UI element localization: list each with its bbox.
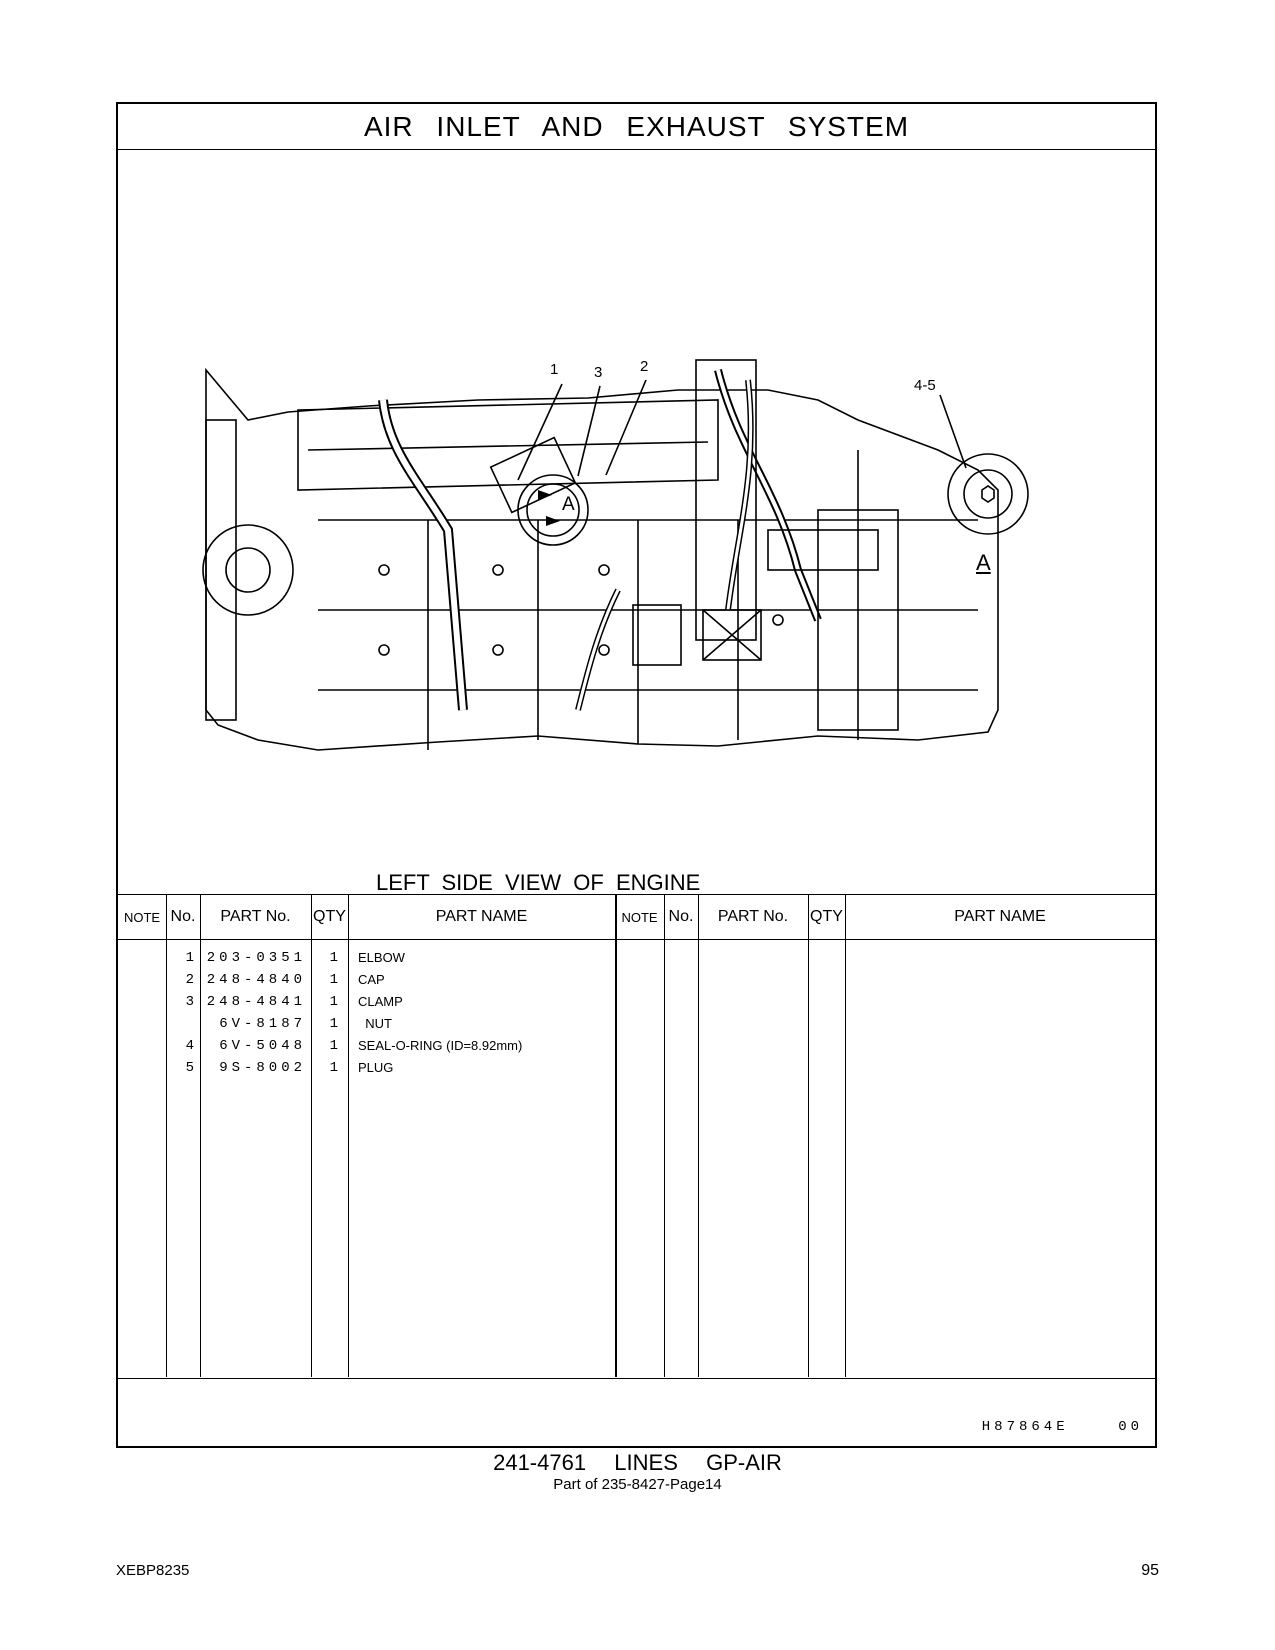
header-part-name-right: PART NAME — [954, 908, 1046, 925]
quantity: 1 — [329, 1060, 338, 1076]
table-row: 3 248-4841 1 CLAMP — [118, 991, 615, 1013]
header-note-right: NOTE — [621, 909, 658, 925]
part-name: SEAL-O-RING (ID=8.92mm) — [358, 1038, 523, 1053]
quantity: 1 — [329, 1038, 338, 1054]
callout-4-5: 4-5 — [914, 377, 936, 394]
quantity: 1 — [329, 972, 338, 988]
quantity: 1 — [329, 994, 338, 1010]
row-number: 5 — [185, 1060, 194, 1076]
document-id: XEBP8235 — [116, 1562, 190, 1579]
parts-page-frame: AIR INLET AND EXHAUST SYSTEM — [116, 102, 1157, 1448]
part-number: 248-4840 — [206, 972, 306, 988]
table-row: 6V-8187 1 NUT — [118, 1013, 615, 1035]
callout-3: 3 — [594, 364, 603, 381]
part-number: 6V-8187 — [219, 1016, 306, 1032]
view-caption: LEFT SIDE VIEW OF ENGINE — [376, 870, 701, 895]
engine-drawing — [202, 359, 1029, 751]
header-part-no-right: PART No. — [717, 908, 789, 925]
row-number: 2 — [185, 972, 194, 988]
part-name: PLUG — [358, 1060, 394, 1075]
header-note-left: NOTE — [123, 909, 161, 925]
callout-1: 1 — [550, 361, 559, 378]
table-row: 5 9S-8002 1 PLUG — [118, 1057, 615, 1079]
row-number: 4 — [185, 1038, 194, 1054]
group-subtitle: Part of 235-8427-Page14 — [553, 1476, 722, 1493]
header-no-left: No. — [170, 908, 196, 925]
row-number: 1 — [185, 950, 194, 966]
callout-2: 2 — [640, 358, 649, 375]
part-number: 248-4841 — [206, 994, 306, 1010]
row-number: 3 — [185, 994, 194, 1010]
part-number: 9S-8002 — [219, 1060, 306, 1076]
header-qty-right: QTY — [810, 908, 843, 925]
engine-illustration: 1 3 2 4-5 A A LEFT SIDE VIEW OF ENGINE — [118, 150, 1155, 895]
page-number: 95 — [1141, 1562, 1159, 1579]
part-name: ELBOW — [358, 950, 405, 965]
part-name: NUT — [358, 1016, 392, 1031]
part-number: 203-0351 — [206, 950, 306, 966]
part-number: 6V-5048 — [219, 1038, 306, 1054]
part-name: CAP — [358, 972, 385, 987]
table-row: 2 248-4840 1 CAP — [118, 969, 615, 991]
table-row: 4 6V-5048 1 SEAL-O-RING (ID=8.92mm) — [118, 1035, 615, 1057]
group-title: 241-4761 LINES GP-AIR — [493, 1450, 782, 1475]
table-row: 1 203-0351 1 ELBOW — [118, 947, 615, 969]
header-qty-left: QTY — [313, 908, 346, 925]
part-name: CLAMP — [358, 994, 403, 1009]
quantity: 1 — [329, 950, 338, 966]
parts-table: NOTE No. PART No. QTY PART NAME NOTE No.… — [118, 894, 1155, 1378]
detail-label-a: A — [976, 550, 991, 575]
header-part-no-left: PART No. — [220, 908, 291, 925]
page-title: AIR INLET AND EXHAUST SYSTEM — [118, 104, 1155, 150]
detail-marker-a: A — [562, 494, 575, 515]
header-part-name-left: PART NAME — [435, 908, 528, 925]
illustration-code-area: H87864E 00 — [118, 1378, 1155, 1448]
quantity: 1 — [329, 1016, 338, 1032]
header-no-right: No. — [668, 908, 694, 925]
illustration-code: H87864E 00 — [981, 1419, 1143, 1435]
